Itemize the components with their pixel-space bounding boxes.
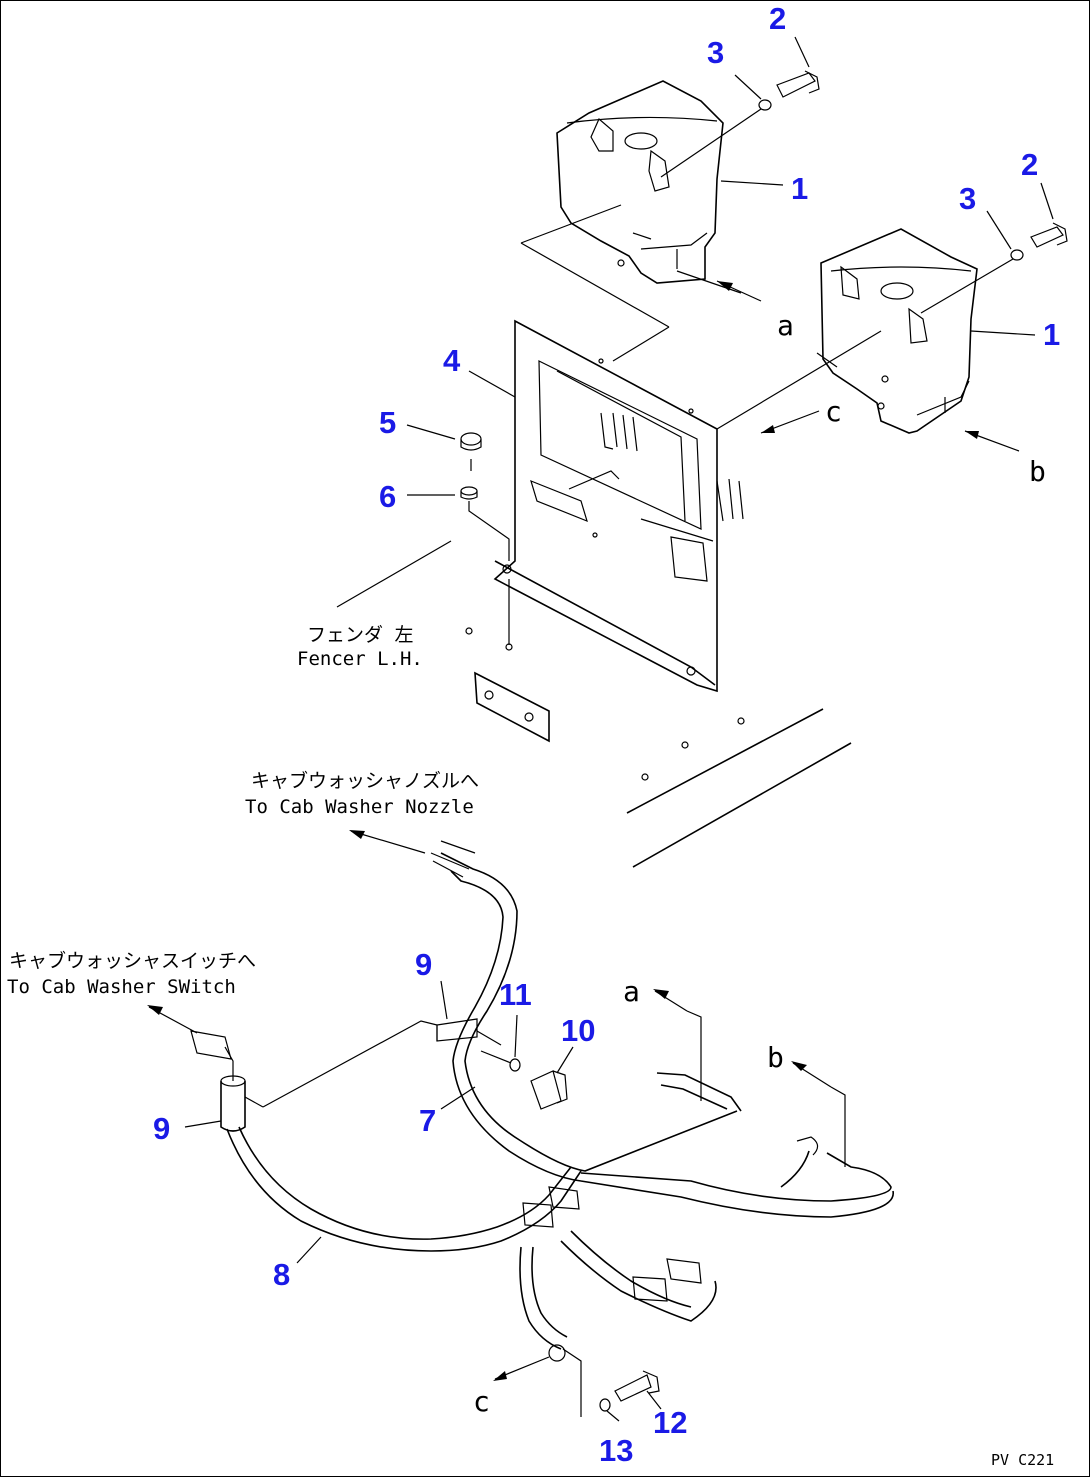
- note-fender-jp: フェンダ 左: [307, 624, 413, 646]
- callout-13: 13: [599, 1433, 633, 1468]
- callout-8: 8: [273, 1257, 290, 1292]
- callout-4: 4: [443, 343, 461, 378]
- callout-10: 10: [561, 1013, 595, 1048]
- callout-numbers: 1 1 2 2 3 3 4 5 6 7 8 9 9 10 11 12 13: [153, 1, 1060, 1468]
- mounting-bracket: [493, 319, 744, 693]
- note-switch-jp: キャブウォッシャスイッチへ: [9, 949, 256, 972]
- bolt-2-upper: [660, 70, 820, 178]
- note-nozzle-en: To Cab Washer Nozzle: [245, 796, 474, 818]
- ref-b-top: b: [1029, 455, 1046, 488]
- callout-9-left: 9: [153, 1111, 170, 1146]
- ref-b-low: b: [767, 1041, 784, 1074]
- ref-c-low: c: [473, 1385, 490, 1418]
- cap-5: [460, 432, 482, 471]
- reference-letters: a c b a b c: [473, 309, 1046, 1418]
- callout-2-upper: 2: [769, 1, 786, 36]
- callout-6: 6: [379, 479, 396, 514]
- callout-12: 12: [653, 1405, 687, 1440]
- callout-3-right: 3: [959, 181, 976, 216]
- note-switch-en: To Cab Washer SWitch: [7, 976, 236, 998]
- washer-tank-upper: [556, 80, 724, 284]
- callout-7: 7: [419, 1103, 436, 1138]
- callout-9-upper: 9: [415, 947, 432, 982]
- callout-11: 11: [499, 977, 532, 1012]
- wire-harness: [430, 840, 894, 1218]
- fender-outline: [465, 627, 852, 868]
- bolt-10: [480, 1050, 568, 1110]
- grommet-6: [460, 486, 513, 651]
- bolt-12: [562, 1348, 660, 1417]
- ref-c-top: c: [825, 395, 842, 428]
- callout-3-upper: 3: [707, 35, 724, 70]
- bolt-2-right: [920, 222, 1068, 314]
- ref-a-top: a: [777, 309, 794, 342]
- small-plate: [474, 671, 550, 743]
- clip-9-left: [190, 1030, 264, 1132]
- assembly-lines: [520, 204, 882, 542]
- ref-a-low: a: [623, 975, 640, 1008]
- drawing-code: PV C221: [991, 1451, 1054, 1469]
- callout-2-right: 2: [1021, 147, 1038, 182]
- callout-5: 5: [379, 405, 396, 440]
- harness-8: [226, 1126, 717, 1362]
- callout-1-right: 1: [1043, 317, 1060, 352]
- note-fender-en: Fencer L.H.: [297, 648, 423, 670]
- callout-1-upper: 1: [791, 171, 808, 206]
- assembly-lines-lower: [262, 1010, 846, 1167]
- callout-leaders: [184, 36, 1054, 1422]
- ref-arrows-lower: [147, 830, 832, 1381]
- washer-tank-right: [820, 228, 978, 434]
- note-nozzle-jp: キャブウォッシャノズルへ: [251, 769, 479, 792]
- clip-9-upper: [436, 1018, 478, 1042]
- notes: フェンダ 左 Fencer L.H. キャブウォッシャノズルへ To Cab W…: [7, 624, 479, 998]
- ref-arrows-top: [716, 280, 1020, 452]
